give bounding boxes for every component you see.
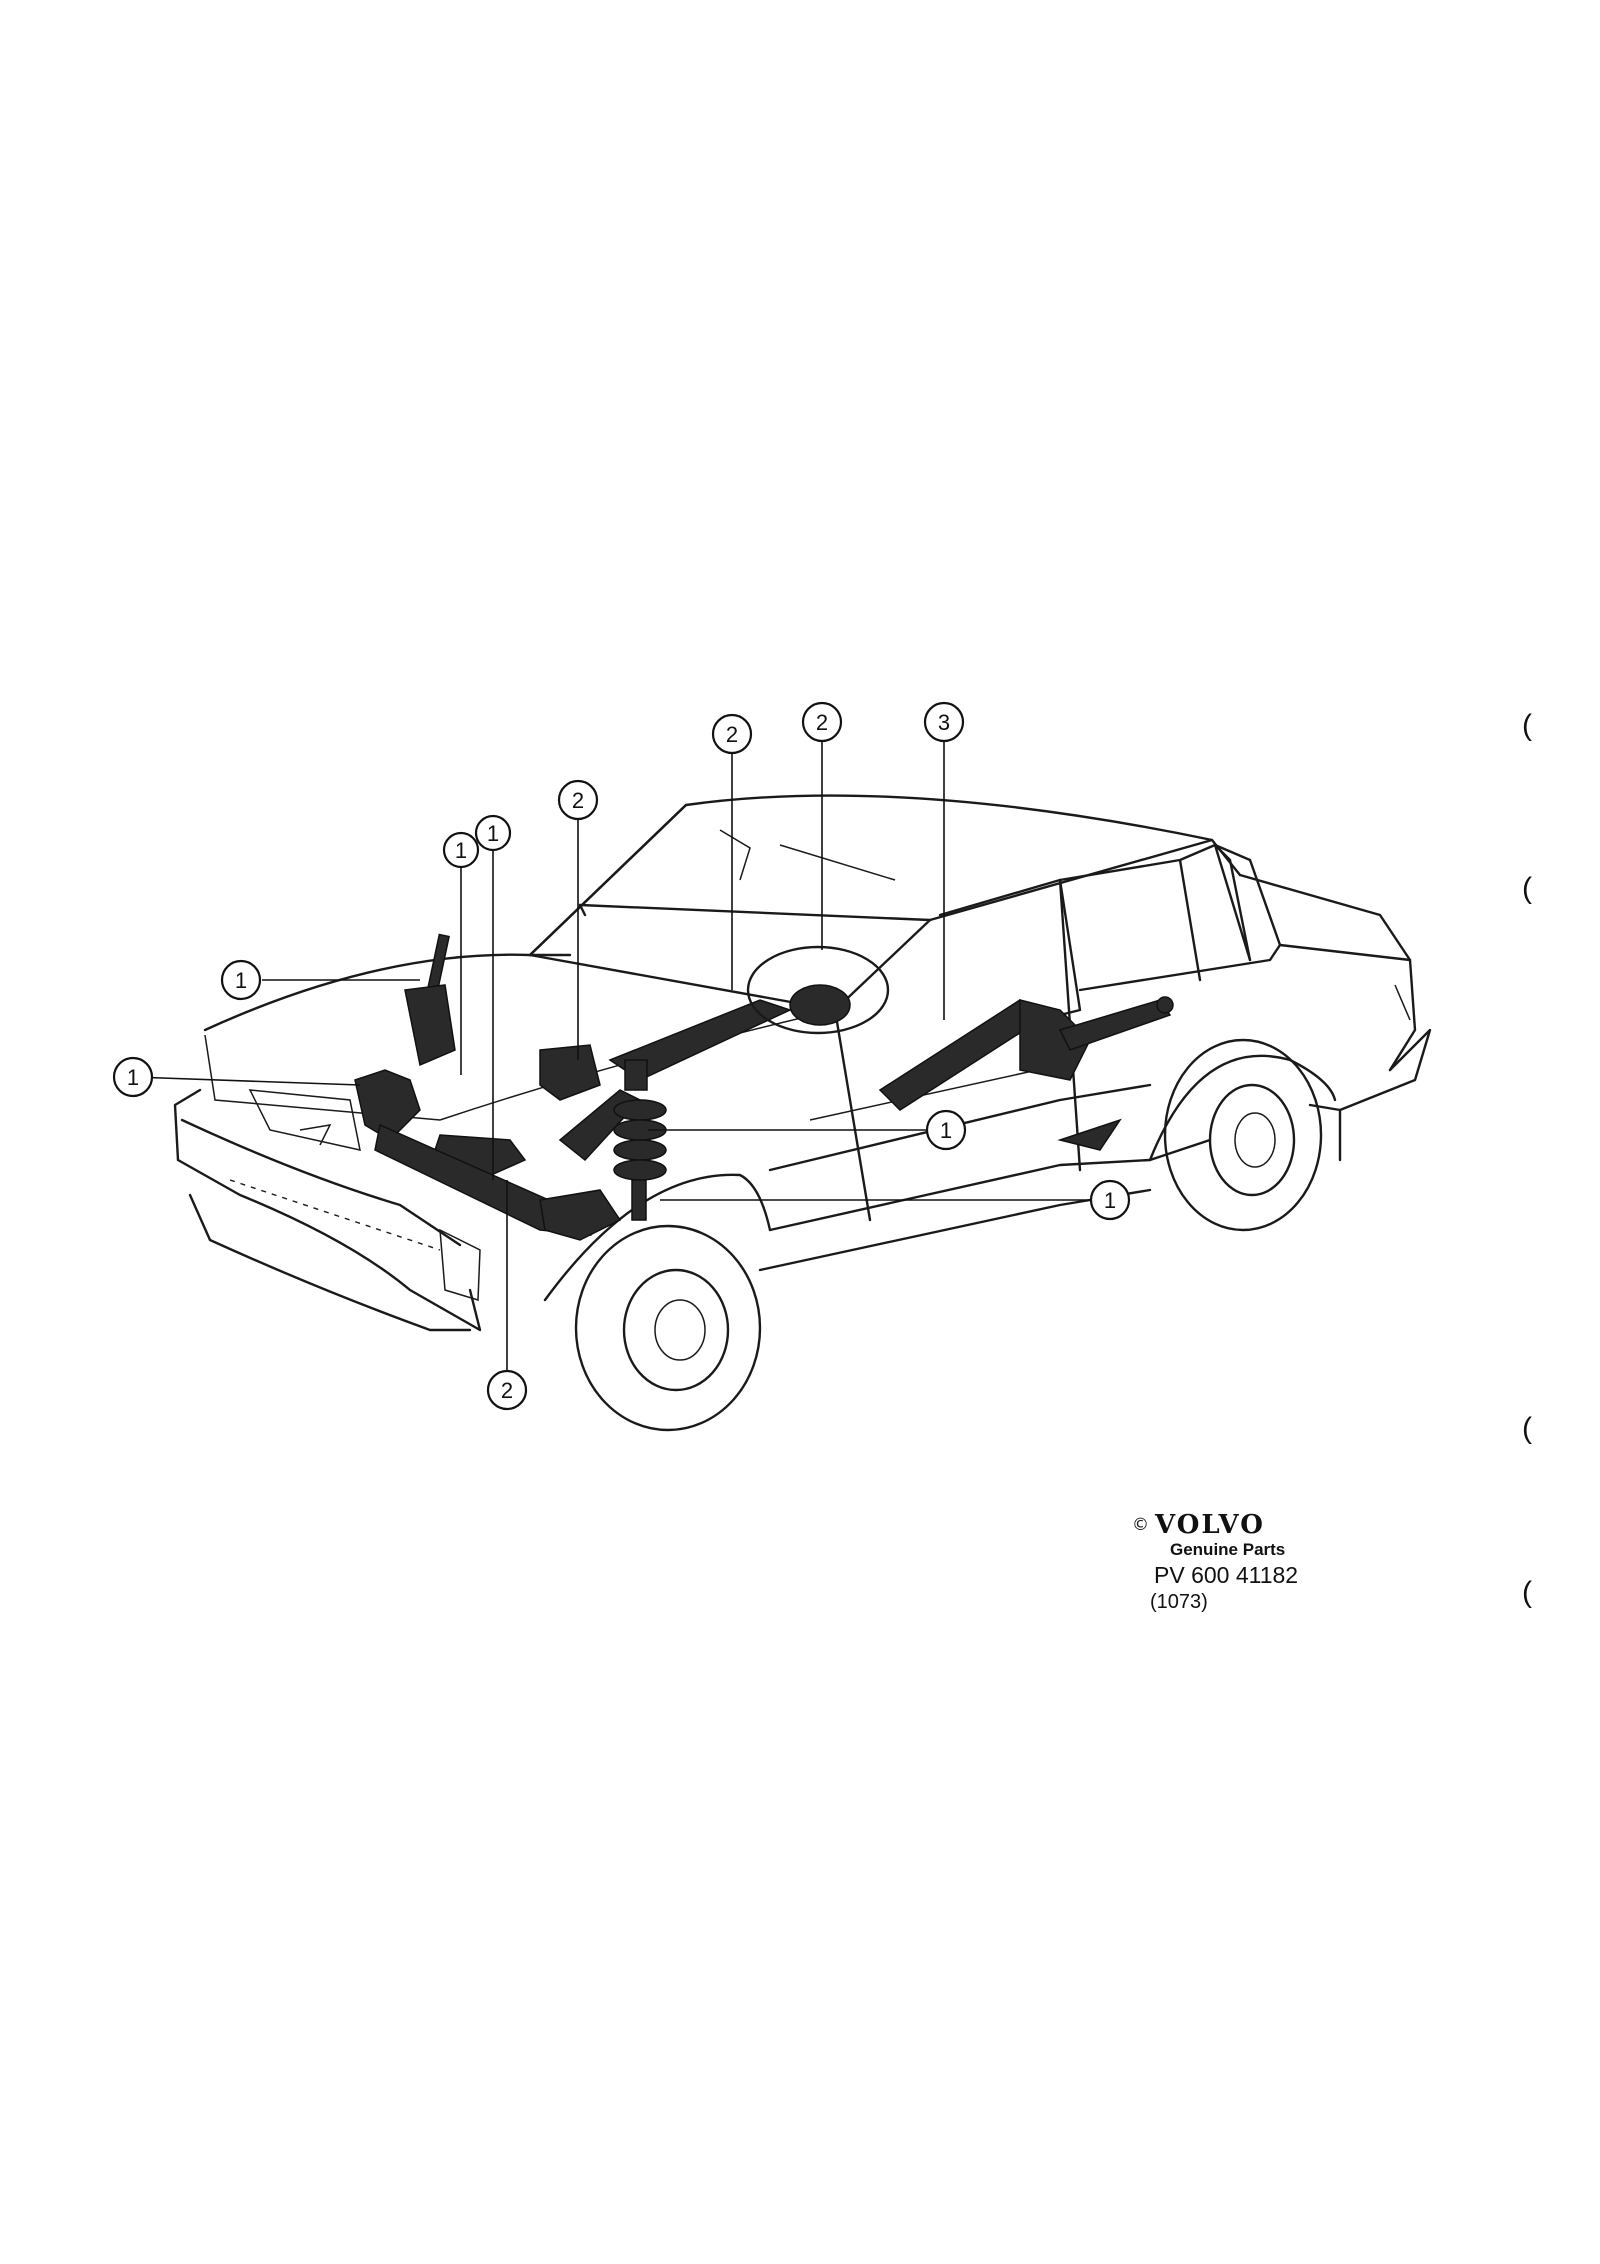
svg-text:2: 2 [572,788,584,813]
mechanical-parts [354,933,1174,1241]
callout-shock: 1 [1089,1179,1131,1221]
leader-lines [133,742,1090,1370]
margin-marks: ( ( ( ( [1522,709,1532,1609]
svg-text:1: 1 [235,968,247,993]
callout-bracket: 2 [557,779,599,821]
volvo-logo: VOLVO [1155,1510,1265,1540]
svg-text:(: ( [1522,1412,1532,1445]
callout-top-b: 1 [474,814,512,852]
svg-text:1: 1 [487,821,499,846]
svg-text:(: ( [1522,709,1532,742]
callout-hood-strut: 1 [220,959,262,1001]
svg-text:3: 3 [938,710,950,735]
callout-wheel: 2 [801,701,843,743]
callout-top-a: 1 [442,831,480,869]
revision-number: (1073) [1150,1591,1208,1613]
brand-block: © VOLVO Genuine Parts PV 600 41182 (1073… [1132,1510,1352,1614]
copyright-symbol: © [1132,1515,1149,1535]
callout-bottom: 2 [486,1369,528,1411]
svg-text:1: 1 [127,1065,139,1090]
callout-front-left: 1 [112,1056,154,1098]
callout-rear-axle: 3 [923,701,965,743]
svg-text:1: 1 [1104,1188,1116,1213]
svg-text:2: 2 [726,722,738,747]
svg-text:(: ( [1522,872,1532,905]
part-number: PV 600 41182 [1154,1562,1299,1588]
svg-text:1: 1 [455,838,467,863]
svg-text:1: 1 [940,1118,952,1143]
brand-subtitle: Genuine Parts [1170,1540,1286,1559]
callout-spring: 1 [925,1109,967,1151]
svg-text:2: 2 [501,1378,513,1403]
callout-column: 2 [711,713,753,755]
svg-text:(: ( [1522,1576,1532,1609]
svg-text:2: 2 [816,710,828,735]
